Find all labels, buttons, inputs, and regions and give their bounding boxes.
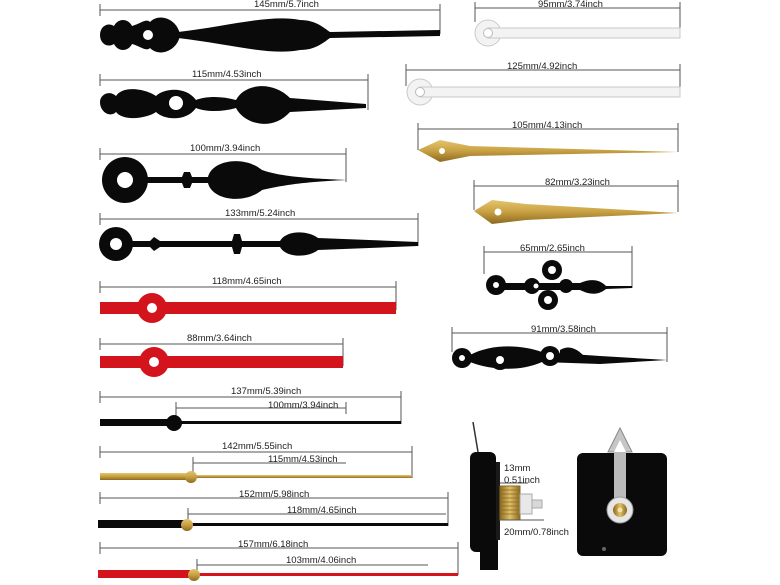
hand-red-118 (99, 281, 397, 323)
hand-fleur-black-65 (483, 246, 633, 310)
dimension-label: 100mm/3.94inch (268, 400, 339, 411)
dimension-label: 115mm/4.53inch (192, 69, 262, 80)
dimension-label: 157mm/6.18inch (238, 539, 309, 550)
dimension-label: 105mm/4.13inch (512, 120, 583, 131)
clock-movement-side-view (470, 421, 544, 570)
dimension-line (99, 213, 419, 246)
dimension-label: 118mm/4.65inch (212, 276, 282, 287)
dimension-line (99, 4, 441, 34)
hand-set-gold (99, 446, 413, 483)
dimension-label: 103mm/4.06inch (286, 555, 357, 566)
hand-set-red (98, 542, 459, 581)
dimension-line (99, 148, 347, 182)
dimension-line (99, 492, 449, 526)
dimension-line (99, 391, 402, 424)
hand-scroll-black-91 (451, 327, 668, 370)
dimension-label: 91mm/3.58inch (531, 324, 596, 335)
dimension-label: 82mm/3.23inch (545, 177, 610, 188)
dimension-line (483, 246, 633, 288)
dimension-line (500, 482, 544, 521)
dimension-label: 152mm/5.98inch (239, 489, 310, 500)
hand-ornate-black-145 (99, 4, 441, 53)
clock-movement-front-view (577, 426, 667, 556)
dimension-label: 133mm/5.24inch (225, 208, 296, 219)
dimension-label: 115mm/4.53inch (268, 454, 338, 465)
hand-white-95 (474, 2, 681, 47)
dimension-label: 95mm/3.74inch (538, 0, 603, 10)
hand-ring-black-100 (99, 148, 347, 203)
hand-ring-black-133 (99, 213, 419, 261)
dimension-label: 137mm/5.39inch (231, 386, 302, 397)
dimension-line (474, 2, 681, 30)
dimension-label: 142mm/5.55inch (222, 441, 293, 452)
hand-gold-spear-82 (473, 180, 679, 224)
dimension-line (473, 180, 679, 212)
dimension-label: 20mm/0.78inch (504, 527, 569, 538)
hand-set-black (99, 391, 402, 431)
dimension-line (451, 327, 668, 362)
dimension-label: 100mm/3.94inch (190, 143, 261, 154)
dimension-label: 13mm (504, 463, 531, 474)
hand-red-88 (99, 338, 344, 377)
dimension-label: 145mm/5.7inch (254, 0, 319, 10)
dimension-line (99, 74, 369, 110)
dimension-label: 88mm/3.64inch (187, 333, 252, 344)
hand-set-black-2 (98, 492, 449, 531)
dimension-line (417, 123, 679, 152)
hand-white-125 (405, 64, 681, 106)
dimension-label: 0.51inch (504, 475, 540, 486)
hand-ornate-black-115 (99, 74, 369, 124)
hand-gold-spear-105 (417, 123, 679, 162)
dimension-label: 118mm/4.65inch (287, 505, 357, 516)
dimension-label: 125mm/4.92inch (507, 61, 578, 72)
dimension-label: 65mm/2.65inch (520, 243, 585, 254)
